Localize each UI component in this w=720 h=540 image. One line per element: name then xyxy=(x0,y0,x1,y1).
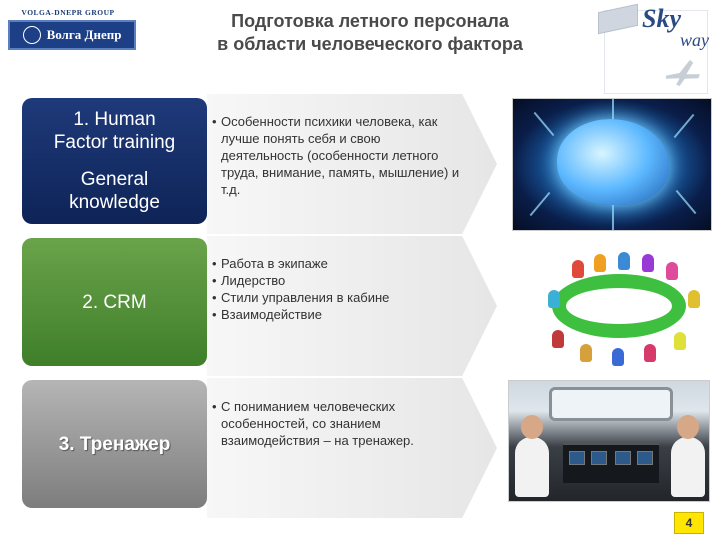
section-2-box: 2. CRM xyxy=(22,238,207,366)
volga-dnepr-logo: VOLGA-DNEPR GROUP Волга Днепр xyxy=(8,8,136,54)
round-table-icon xyxy=(552,274,686,338)
section-3-label: 3. Тренажер xyxy=(58,433,171,455)
bullet-item: Особенности психики человека, как лучше … xyxy=(212,113,462,198)
page-number: 4 xyxy=(674,512,704,534)
section-1-sub-line-1: General xyxy=(80,169,149,190)
title-line-2: в области человеческого фактора xyxy=(217,34,523,54)
section-3-box: 3. Тренажер xyxy=(22,380,207,508)
brain-icon xyxy=(557,119,669,205)
logo-emblem-icon xyxy=(22,26,41,44)
section-1-label-line-1: 1. Human xyxy=(73,109,156,130)
section-2-bullets: Работа в экипаже Лидерство Стили управле… xyxy=(212,255,462,323)
bullet-item: С пониманием человеческих особенностей, … xyxy=(212,398,462,449)
section-1-sub-line-2: knowledge xyxy=(69,192,160,213)
skyway-text-sky: Sky xyxy=(642,4,681,33)
skyway-text-way: way xyxy=(680,30,709,50)
title-line-1: Подготовка летного персонала xyxy=(231,11,509,31)
brain-image xyxy=(512,98,712,231)
bullet-item: Взаимодействие xyxy=(212,306,462,323)
bullet-item: Стили управления в кабине xyxy=(212,289,462,306)
skyway-logo: Sky way xyxy=(596,3,716,100)
windshield-icon xyxy=(549,387,673,421)
section-3-bullets: С пониманием человеческих особенностей, … xyxy=(212,398,462,449)
section-1-bullets: Особенности психики человека, как лучше … xyxy=(212,113,462,198)
logo-group-text: VOLGA-DNEPR GROUP xyxy=(21,8,115,17)
section-1-label-line-2: Factor training xyxy=(53,132,176,153)
logo-name: Волга Днепр xyxy=(46,27,122,42)
crm-table-image xyxy=(528,240,710,368)
bullet-item: Лидерство xyxy=(212,272,462,289)
section-2-label: 2. CRM xyxy=(82,291,147,313)
page-title: Подготовка летного персонала в области ч… xyxy=(150,10,590,56)
cockpit-image xyxy=(508,380,710,502)
bullet-item: Работа в экипаже xyxy=(212,255,462,272)
instrument-panel-icon xyxy=(563,443,659,483)
section-1-box: 1. Human Factor training General knowled… xyxy=(22,98,207,224)
logo-box: Волга Днепр xyxy=(8,20,136,50)
